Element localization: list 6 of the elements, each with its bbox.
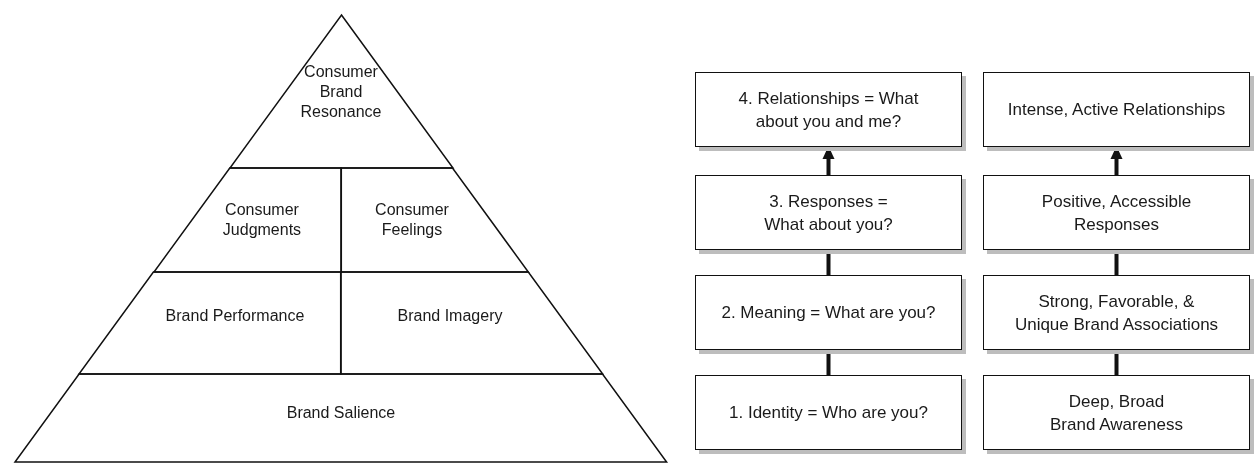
section-label: Consumer Brand Resonance (299, 62, 383, 122)
section-label: Consumer Feelings (374, 200, 450, 240)
section-label: Brand Imagery (396, 306, 504, 326)
section-label: Brand Performance (164, 306, 306, 326)
section-label: Brand Salience (285, 403, 397, 423)
section-label: Consumer Judgments (221, 200, 303, 240)
